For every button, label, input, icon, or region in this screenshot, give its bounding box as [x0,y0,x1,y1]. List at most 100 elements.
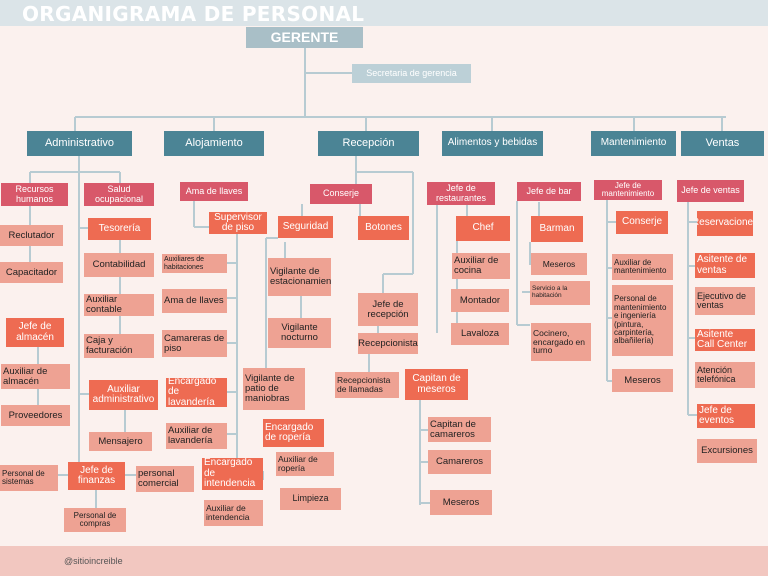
node-servicio-habitacion[interactable]: Servicio a la habitación [530,281,590,305]
node-label: Contabilidad [92,259,146,271]
node-secretaria-gerencia[interactable]: Secretaria de gerencia [352,64,471,83]
node-label: Meseros [624,374,661,386]
node-auxiliar-roperia[interactable]: Auxiliar de ropería [276,452,334,476]
node-capacitador[interactable]: Capacitador [0,262,63,283]
node-meseros-a[interactable]: Meseros [430,490,492,515]
node-label: Excursiones [701,445,753,457]
node-label: Meseros [442,496,480,508]
node-label: Vigilante de patio de maniobras [245,373,295,404]
node-auxiliar-contable[interactable]: Auxiliar contable [84,294,154,316]
node-capitan-meseros[interactable]: Capitan de meseros [405,369,468,400]
node-auxiliares-habitaciones[interactable]: Auxiliares de habitaciones [162,254,227,273]
node-cocinero[interactable]: Cocinero, encargado en turno [531,323,591,361]
node-gerente[interactable]: GERENTE [246,27,363,48]
node-label: Seguridad [282,220,329,232]
node-encargado-roperia[interactable]: Encargado de ropería [263,419,324,447]
node-label: Alimentos y bebidas [447,137,538,149]
node-label: Asitente de ventas [697,254,748,276]
node-label: Jefe de almacén [16,321,54,343]
node-administrativo[interactable]: Administrativo [27,131,132,156]
node-label: Auxiliar de intendencia [206,503,250,522]
node-mantenimiento[interactable]: Mantenimiento [591,131,676,156]
node-personal-sistemas[interactable]: Personal de sistemas [0,465,58,491]
node-personal-compras[interactable]: Personal de compras [64,508,126,532]
node-encargado-intendencia[interactable]: Encargado de intendencia [202,458,263,490]
node-personal-mantenimiento[interactable]: Personal de mantenimiento e ingeniería (… [612,285,673,356]
node-botones[interactable]: Botones [358,216,409,240]
node-auxiliar-administrativo[interactable]: Auxiliar administrativo [89,380,158,410]
node-label: Ama de llaves [185,185,243,196]
node-camareros[interactable]: Camareros [428,450,491,474]
node-atencion-telefonica[interactable]: Atención telefónica [695,362,755,388]
node-limpieza[interactable]: Limpieza [280,488,341,510]
node-jefe-almacen[interactable]: Jefe de almacén [6,318,64,347]
node-label: Proveedores [8,409,63,421]
node-label: Mantenimiento [600,137,667,149]
node-recepcionista[interactable]: Recepcionista [358,333,418,354]
node-label: Mensajero [98,435,143,447]
node-jefe-recepcion[interactable]: Jefe de recepción [358,293,418,326]
node-label: Lavaloza [460,328,500,340]
node-caja-facturacion[interactable]: Caja y facturación [84,334,154,358]
node-seguridad[interactable]: Seguridad [278,216,333,238]
node-label: Auxiliar administrativo [92,383,155,405]
node-vigilante-estacionamiento[interactable]: Vigilante de estacionamiento [268,258,331,296]
node-personal-comercial[interactable]: personal comercial [136,466,194,492]
node-label: Auxiliar de ropería [278,454,318,473]
node-encargado-lavanderia[interactable]: Encargado de lavandería [166,378,227,407]
node-jefe-bar[interactable]: Jefe de bar [517,182,581,201]
node-reservaciones[interactable]: Reservaciones [697,211,753,236]
node-chef[interactable]: Chef [456,216,510,241]
node-proveedores[interactable]: Proveedores [1,405,70,426]
node-capitan-camareros[interactable]: Capitan de camareros [428,417,491,442]
node-label: Recursos humanos [15,184,54,204]
node-ventas[interactable]: Ventas [681,131,764,156]
node-montador[interactable]: Montador [451,289,509,312]
node-jefe-restaurantes[interactable]: Jefe de restaurantes [427,182,495,205]
node-recepcionista-llamadas[interactable]: Recepcionista de llamadas [335,372,399,398]
node-recursos-humanos[interactable]: Recursos humanos [1,183,68,206]
node-label: Alojamiento [185,136,243,149]
node-jefe-eventos[interactable]: Jefe de eventos [697,404,755,428]
node-auxiliar-almacen[interactable]: Auxiliar de almacén [1,364,70,389]
node-auxiliar-cocina[interactable]: Auxiliar de cocina [452,253,510,279]
node-auxiliar-mantenimiento[interactable]: Auxiliar de mantenimiento [612,254,673,280]
footer-band [0,546,768,576]
node-vigilante-nocturno[interactable]: Vigilante nocturno [268,318,331,348]
node-auxiliar-lavanderia[interactable]: Auxiliar de lavandería [166,423,227,449]
node-ejecutivo-ventas[interactable]: Ejecutivo de ventas [695,287,755,315]
node-auxiliar-intendencia[interactable]: Auxiliar de intendencia [204,500,263,526]
node-barman[interactable]: Barman [531,216,583,242]
node-jefe-mantenimiento[interactable]: Jefe de mantenimiento [594,180,662,200]
node-reclutador[interactable]: Reclutador [0,225,63,246]
node-lavaloza[interactable]: Lavaloza [451,323,509,345]
node-label: Botones [365,221,402,233]
node-tesoreria[interactable]: Tesorería [88,218,151,240]
node-label: Auxiliar contable [86,294,122,315]
node-vigilante-patio[interactable]: Vigilante de patio de maniobras [243,368,305,410]
node-label: Encargado de lavandería [168,378,217,407]
node-asistente-call-center[interactable]: Asitente Call Center [695,329,755,351]
node-supervisor-piso[interactable]: Supervisor de piso [209,212,267,234]
node-asistente-ventas[interactable]: Asitente de ventas [695,253,755,278]
node-camareras-piso[interactable]: Camareras de piso [162,330,227,357]
node-recepcion[interactable]: Recepción [318,131,419,156]
node-contabilidad[interactable]: Contabilidad [84,253,154,277]
node-label: Camareros [436,456,483,468]
node-alimentos-bebidas[interactable]: Alimentos y bebidas [442,131,543,156]
node-conserje[interactable]: Conserje [310,184,372,204]
node-ama-llaves-2[interactable]: Ama de llaves [162,289,227,313]
node-alojamiento[interactable]: Alojamiento [164,131,264,156]
node-mensajero[interactable]: Mensajero [89,432,152,451]
node-conserje-mant[interactable]: Conserje [616,211,668,234]
node-label: Personal de compras [73,510,117,528]
node-salud-ocupacional[interactable]: Salud ocupacional [84,183,154,206]
node-excursiones[interactable]: Excursiones [697,439,757,463]
node-meseros-c[interactable]: Meseros [612,369,673,392]
node-meseros-b[interactable]: Meseros [531,253,587,275]
node-jefe-finanzas[interactable]: Jefe de finanzas [68,462,125,490]
node-jefe-ventas[interactable]: Jefe de ventas [677,180,744,202]
node-label: Encargado de intendencia [204,458,256,490]
node-ama-llaves[interactable]: Ama de llaves [180,182,248,201]
